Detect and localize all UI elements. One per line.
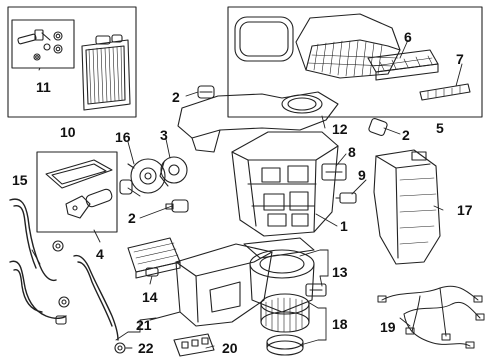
clip bbox=[114, 342, 126, 354]
air-distribution-module bbox=[373, 149, 441, 265]
callout-19: 19 bbox=[380, 319, 396, 335]
callout-17: 17 bbox=[457, 202, 473, 218]
seal-kit-parts bbox=[17, 29, 63, 61]
upper-case bbox=[295, 13, 401, 79]
callout-16: 16 bbox=[115, 129, 131, 145]
callout-4: 4 bbox=[96, 246, 104, 262]
duct-seal bbox=[45, 159, 113, 189]
callout-18: 18 bbox=[332, 316, 348, 332]
wiring-harness bbox=[377, 285, 485, 349]
hvac-housing bbox=[231, 131, 339, 237]
temperature-sensor bbox=[335, 192, 357, 204]
actuator-upper-left bbox=[197, 85, 215, 99]
actuator-right bbox=[368, 117, 388, 137]
lower-case bbox=[149, 243, 273, 327]
callout-1: 1 bbox=[340, 218, 348, 234]
callout-15: 15 bbox=[12, 172, 28, 188]
cabin-air-filter bbox=[367, 49, 439, 81]
callout-13: 13 bbox=[332, 264, 348, 280]
heater-core bbox=[127, 237, 181, 279]
callout-21: 21 bbox=[136, 317, 152, 333]
callout-8: 8 bbox=[348, 144, 356, 160]
blower-housing bbox=[243, 237, 315, 313]
callout-2-upper-left: 2 bbox=[172, 89, 180, 105]
blend-actuator bbox=[159, 156, 188, 187]
box-seal-kit bbox=[11, 19, 75, 69]
callout-2-right: 2 bbox=[402, 127, 410, 143]
box-upper-case-group bbox=[227, 6, 483, 118]
actuator-lower bbox=[165, 199, 189, 213]
bracket bbox=[65, 195, 91, 219]
evaporator-core bbox=[81, 34, 131, 111]
callout-20: 20 bbox=[222, 340, 238, 356]
case-seal-ring bbox=[234, 16, 294, 62]
callout-5: 5 bbox=[436, 120, 444, 136]
callout-12: 12 bbox=[332, 121, 348, 137]
blower-resistor bbox=[305, 283, 327, 297]
callout-22: 22 bbox=[138, 340, 154, 356]
mode-actuator bbox=[127, 158, 166, 194]
callout-9: 9 bbox=[358, 167, 366, 183]
callout-10: 10 bbox=[60, 124, 76, 140]
heater-hoses bbox=[9, 198, 119, 341]
filter-access-cover bbox=[419, 83, 471, 101]
callout-2-lower: 2 bbox=[128, 210, 136, 226]
blower-motor bbox=[260, 293, 310, 356]
leader-lines bbox=[31, 39, 463, 349]
callout-14: 14 bbox=[142, 289, 158, 305]
hose-fittings bbox=[52, 240, 70, 325]
small-seal bbox=[85, 188, 113, 208]
callout-7: 7 bbox=[456, 51, 464, 67]
control-module bbox=[173, 333, 215, 357]
box-evaporator-group bbox=[7, 6, 137, 118]
callout-11: 11 bbox=[36, 79, 51, 95]
upper-duct bbox=[177, 91, 339, 153]
electrical-connector bbox=[321, 163, 347, 181]
box-seal-bracket bbox=[36, 151, 118, 233]
callout-6: 6 bbox=[404, 29, 412, 45]
callout-3: 3 bbox=[160, 127, 168, 143]
actuator-small-left bbox=[119, 179, 133, 195]
